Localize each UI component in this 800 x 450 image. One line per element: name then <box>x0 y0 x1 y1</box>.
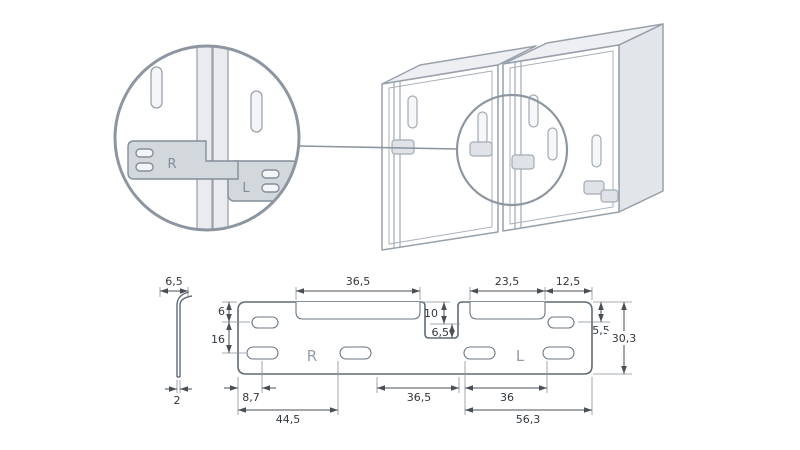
cabinet-b-interior-details <box>511 61 619 229</box>
plate-slot <box>339 346 372 360</box>
detail-circle-border <box>113 44 301 232</box>
connector-bracket-icon <box>511 154 535 170</box>
dimensions: 6,5 2 36,5 23,5 12,5 10 <box>159 275 641 426</box>
plate-slot <box>246 346 279 360</box>
cabinet-isometric-view <box>381 23 664 251</box>
bracket-l-label: L <box>242 181 250 196</box>
connector-bracket-icon <box>391 139 415 155</box>
cabinet-slot <box>591 134 602 168</box>
detail-highlight-circle <box>455 93 569 207</box>
plate-slots <box>246 316 575 360</box>
dim-mid-depth: 10 <box>424 307 438 320</box>
bracket-r-plate: R <box>127 140 239 180</box>
panel-slot <box>150 66 163 109</box>
connector-bracket-icon <box>600 189 619 203</box>
bracket-r-label: R <box>167 157 176 172</box>
cabinet-b-front-frame <box>509 50 614 225</box>
plate-r-label: R <box>307 347 317 365</box>
detail-leader-line <box>298 145 458 150</box>
dim-bottom-mid: 36,5 <box>407 391 432 404</box>
bracket-hole <box>261 169 280 179</box>
dim-right-upper: 5,5 <box>592 324 610 337</box>
cabinet-a-interior-details <box>391 81 493 248</box>
panel-slot <box>250 90 263 133</box>
plate-slot <box>463 346 496 360</box>
dim-side-top: 6,5 <box>165 275 183 288</box>
dim-left-lower: 16 <box>211 333 225 346</box>
dim-bottom-left: 44,5 <box>276 413 301 426</box>
connector-bracket-icon <box>469 141 493 157</box>
embossed-tab-right <box>469 302 546 320</box>
dim-bottom-right: 56,3 <box>516 413 541 426</box>
cabinet-slot <box>407 95 418 129</box>
plate-slot <box>547 316 575 329</box>
connector-bracket-icon <box>583 180 605 195</box>
dim-bottom-left-small: 8,7 <box>242 391 260 404</box>
detail-circle-view: L R <box>113 44 301 232</box>
cabinet-b-side-face <box>618 23 664 213</box>
detail-circle-content: L R <box>127 46 299 230</box>
dim-top-right-tab: 23,5 <box>495 275 520 288</box>
bracket-plate-outline <box>237 301 593 375</box>
dimension-drawing: R L 6,5 2 36,5 23,5 <box>159 275 641 426</box>
dim-mid-offset: 6,5 <box>432 326 450 339</box>
cabinet-slot <box>477 111 488 145</box>
panel-edge-right <box>212 46 229 230</box>
dim-left-upper: 6 <box>218 305 225 318</box>
bracket-hole <box>135 148 154 158</box>
panel-edge-left <box>196 46 213 230</box>
cabinet-slot <box>528 94 539 128</box>
dim-top-left-tab: 36,5 <box>346 275 371 288</box>
dim-text-bg <box>607 331 641 345</box>
bracket-side-profile <box>176 291 193 378</box>
embossed-tab-left <box>295 302 421 320</box>
plate-slot <box>542 346 575 360</box>
dim-side-thickness: 2 <box>174 394 181 407</box>
cabinet-slot <box>547 127 558 161</box>
plate-slot <box>251 316 279 329</box>
bracket-hole <box>135 162 154 172</box>
plate-l-label: L <box>516 347 525 365</box>
cabinet-a-front-frame <box>388 70 493 245</box>
bracket-hole <box>261 183 280 193</box>
dim-top-right-edge: 12,5 <box>556 275 581 288</box>
dim-bottom-right-mid: 36 <box>500 391 514 404</box>
dim-right-total: 30,3 <box>612 332 637 345</box>
